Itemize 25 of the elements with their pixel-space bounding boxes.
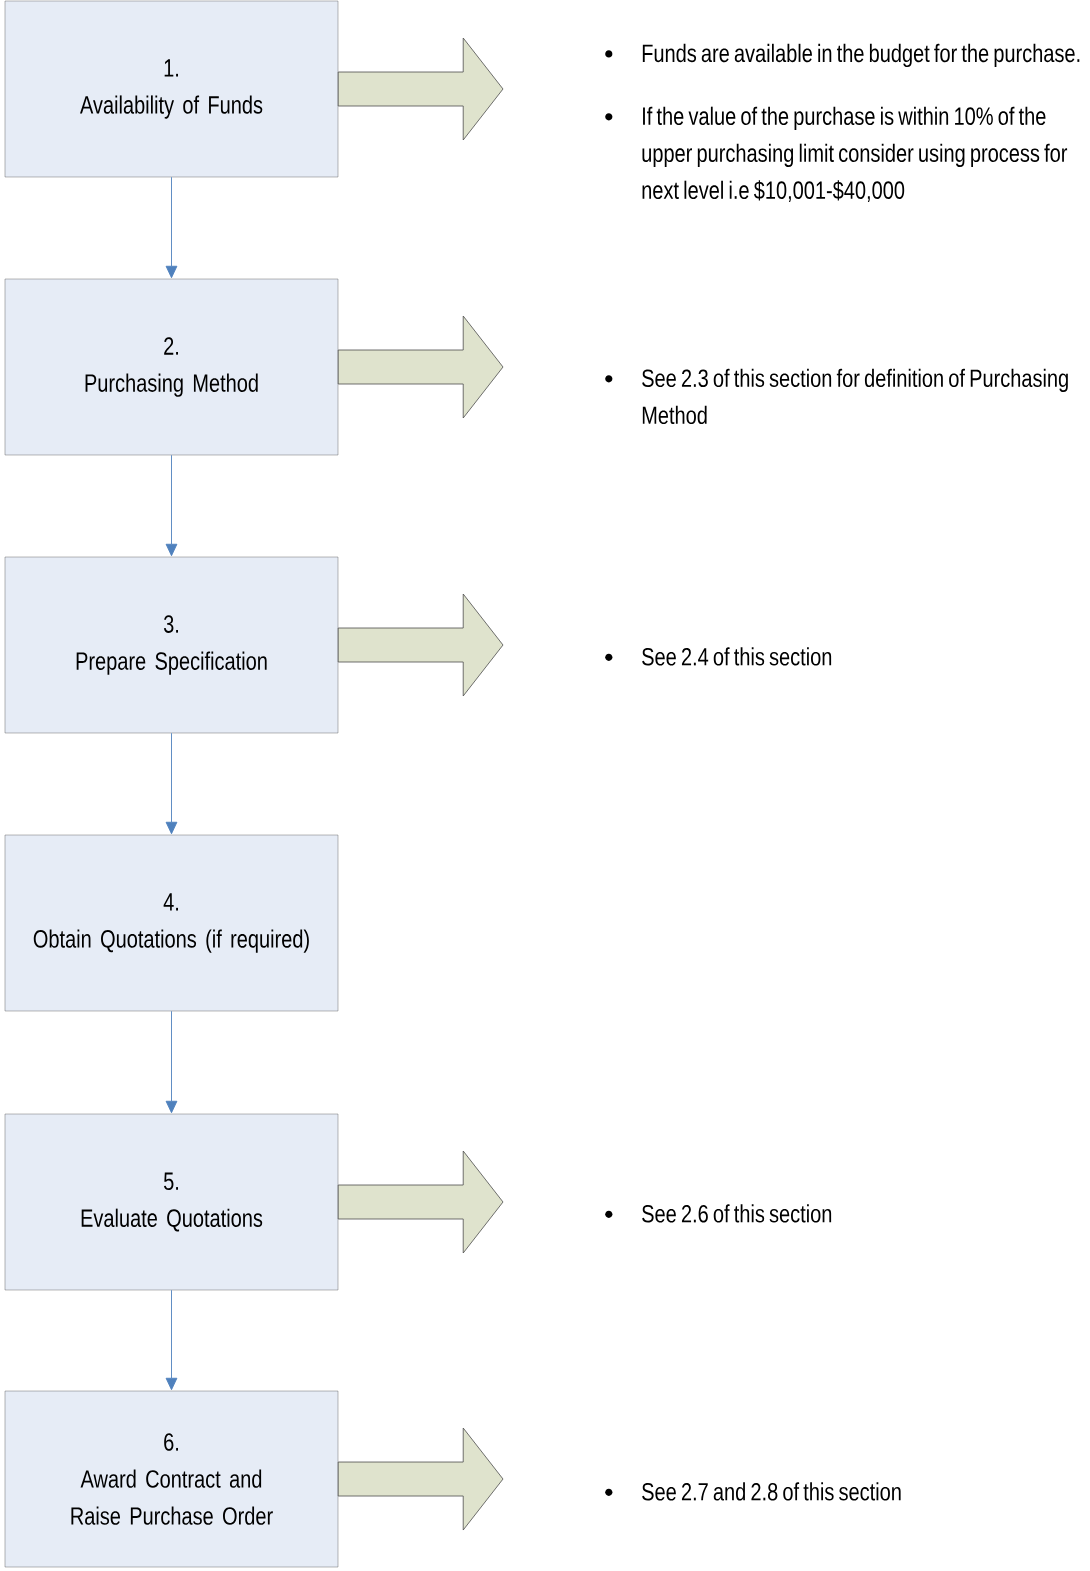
block-arrow: [337, 1150, 504, 1254]
bullet-list: See 2.4 of this section: [605, 647, 832, 666]
arrow: [165, 1289, 178, 1391]
arrow: [165, 732, 178, 835]
process-box: 6. Award Contract and Raise Purchase Order: [4, 1390, 339, 1568]
bullet-list: Funds are available in the budget for the purchase. If the value of the purchase is within 10% of the upper purchasing limit consider using process for next level i.e $10,001-$40,000: [605, 43, 1080, 202]
block-arrow: [337, 315, 504, 419]
block-arrow: [337, 593, 504, 697]
block-arrow: [337, 1427, 504, 1531]
process-box: 5. Evaluate Quotations: [4, 1113, 339, 1291]
bullet-list: See 2.3 of this section for definition of Purchasing Method: [605, 368, 1068, 425]
process-box: 3. Prepare Specification: [4, 556, 339, 734]
node-label: Funds are available in the budget for the purchase.: [642, 43, 1080, 68]
arrow: [165, 1010, 178, 1114]
node-label: See 2.6 of this section: [642, 1204, 832, 1223]
process-box: 4. Obtain Quotations (if required): [4, 834, 339, 1012]
block-arrow: [337, 37, 504, 141]
bullet-list: See 2.6 of this section: [605, 1204, 832, 1223]
process-box: 2. Purchasing Method: [4, 278, 339, 456]
node-label: If the value of the purchase is within 10% of the upper purchasing limit consider using process for next level i.e $10,001-$40,000: [642, 106, 1068, 202]
bullet-list: See 2.7 and 2.8 of this section: [605, 1482, 901, 1501]
node-label: See 2.4 of this section: [642, 647, 832, 666]
process-box: 1. Availability of Funds: [4, 0, 339, 178]
arrow: [165, 176, 178, 279]
arrow: [165, 454, 178, 557]
